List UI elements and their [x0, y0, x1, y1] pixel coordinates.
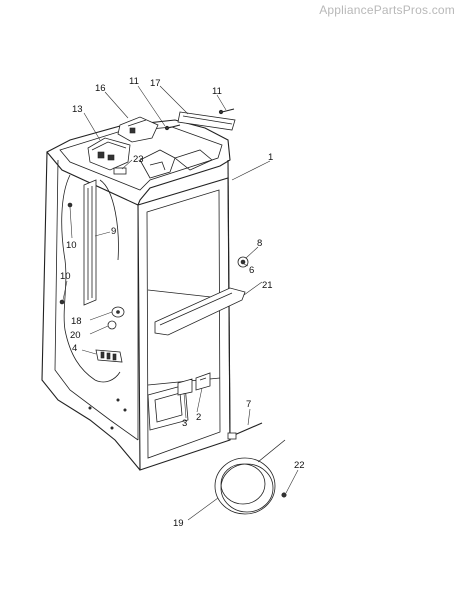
- callout-22: 22: [294, 460, 305, 471]
- screw-11-right: [218, 108, 235, 115]
- screw-10-lower: [59, 299, 65, 305]
- bracket-2: [195, 372, 211, 391]
- screw-10-upper: [67, 202, 73, 208]
- callout-10-lower: 10: [60, 271, 71, 282]
- callout-9: 9: [111, 226, 116, 237]
- callout-4: 4: [72, 343, 77, 354]
- callout-10-upper: 10: [66, 240, 77, 251]
- cover-21: [154, 287, 246, 336]
- callout-1: 1: [268, 152, 273, 163]
- callout-18: 18: [71, 316, 82, 327]
- callout-8: 8: [257, 238, 262, 249]
- callout-3: 3: [182, 418, 187, 429]
- callout-7: 7: [246, 399, 251, 410]
- callout-19: 19: [173, 518, 184, 529]
- callout-17: 17: [150, 78, 161, 89]
- leader-lines: [62, 85, 299, 521]
- bracket-3: [177, 378, 193, 396]
- callout-11-right: 11: [212, 86, 222, 97]
- watermark: AppliancePartsPros.com: [319, 3, 455, 17]
- cabinet-liner: [41, 119, 231, 471]
- callout-23: 23: [133, 154, 144, 165]
- callout-6: 6: [249, 265, 254, 276]
- socket-4: [95, 349, 123, 363]
- thermostat-18: [111, 306, 125, 318]
- bulb-20: [107, 320, 117, 330]
- bracket-16: [117, 116, 159, 143]
- callout-13: 13: [72, 104, 83, 115]
- screw-11-left: [164, 124, 181, 131]
- hinge-strip-17: [177, 111, 236, 131]
- callout-16: 16: [95, 83, 106, 94]
- callout-11-left: 11: [129, 76, 139, 87]
- callout-21: 21: [262, 280, 273, 291]
- connector-23: [113, 167, 127, 175]
- control-housing: [87, 137, 131, 171]
- coil-19: [214, 439, 286, 515]
- callout-20: 20: [70, 330, 81, 341]
- vertical-rail: [83, 179, 97, 306]
- liner-top-detail: [139, 149, 213, 179]
- callout-2: 2: [196, 412, 201, 423]
- screw-22: [281, 492, 287, 498]
- tie-7: [227, 422, 263, 440]
- callout-labels: 1 2 3 4 6 7 8 9 10 10 11 11 13 16 17 18 …: [60, 76, 305, 529]
